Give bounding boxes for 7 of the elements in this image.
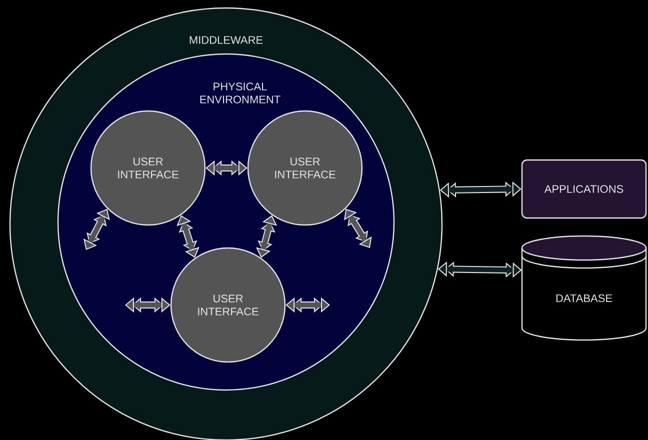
double-arrow <box>125 297 170 313</box>
double-arrow <box>176 215 200 258</box>
double-arrow <box>286 297 330 313</box>
double-arrow <box>206 160 248 176</box>
double-arrow <box>344 208 372 248</box>
applications-box: APPLICATIONS <box>521 159 647 219</box>
database-cylinder: DATABASE <box>521 235 647 341</box>
